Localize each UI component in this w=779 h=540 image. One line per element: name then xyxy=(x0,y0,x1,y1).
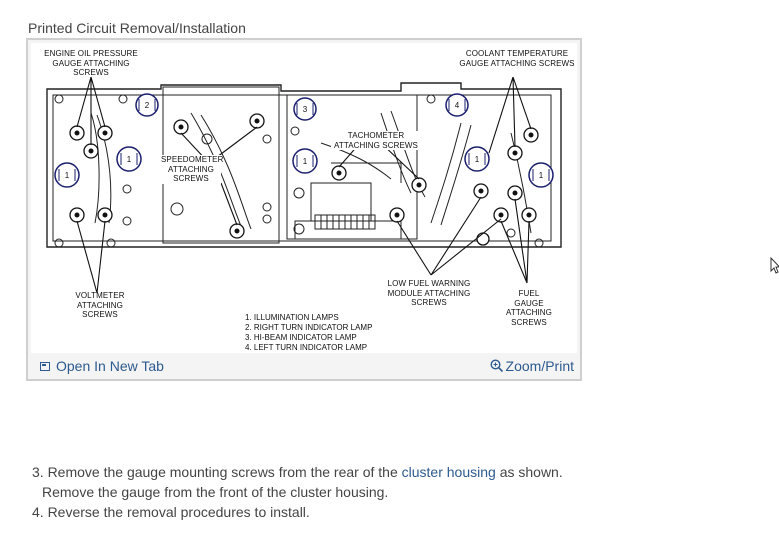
engine-oil-label-line: GAUGE ATTACHING xyxy=(52,58,130,68)
step-3: 3. Remove the gauge mounting screws from… xyxy=(32,462,563,482)
fuel-gauge-label-line: GAUGE xyxy=(514,298,544,308)
coolant-label-line: COOLANT TEMPERATURE xyxy=(465,49,569,58)
mouse-cursor-icon xyxy=(770,257,779,274)
fuel-gauge-label: FUEL GAUGE ATTACHING SCREWS xyxy=(501,289,557,327)
lamp-number-1d: 1 xyxy=(475,155,480,164)
legend-item: 2. RIGHT TURN INDICATOR LAMP xyxy=(245,323,373,332)
speedometer-label-line: SCREWS xyxy=(173,174,209,183)
step-3-suffix: as shown. xyxy=(499,464,563,480)
voltmeter-label-line: ATTACHING xyxy=(77,300,123,310)
figure-toolbar: Open In New Tab Zoom/Print xyxy=(28,353,580,379)
coolant-label: COOLANT TEMPERATURE GAUGE ATTACHING SCRE… xyxy=(457,49,577,68)
figure-frame: 1 1 2 3 1 4 1 1 ENGINE OIL xyxy=(26,38,582,381)
fuel-gauge-label-line: FUEL xyxy=(518,289,540,298)
speedometer-label-line: SPEEDOMETER xyxy=(161,155,224,164)
voltmeter-label: VOLTMETER ATTACHING SCREWS xyxy=(69,291,131,320)
zoom-in-icon xyxy=(490,359,503,373)
instruction-steps: 3. Remove the gauge mounting screws from… xyxy=(32,462,563,522)
step-3-text: 3. Remove the gauge mounting screws from… xyxy=(32,464,398,480)
voltmeter-label-line: SCREWS xyxy=(82,310,118,319)
tachometer-label-line: TACHOMETER xyxy=(347,131,405,140)
low-fuel-label-line: SCREWS xyxy=(411,298,447,307)
legend-item: 1. ILLUMINATION LAMPS xyxy=(245,313,339,322)
low-fuel-label: LOW FUEL WARNING MODULE ATTACHING SCREWS xyxy=(377,279,481,308)
lamp-number-1b: 1 xyxy=(127,155,132,164)
fuel-gauge-label-line: SCREWS xyxy=(511,317,547,327)
speedometer-label-line: ATTACHING xyxy=(168,164,214,174)
figure-title: Printed Circuit Removal/Installation xyxy=(28,20,246,36)
open-new-tab-link[interactable]: Open In New Tab xyxy=(40,358,164,374)
fuel-gauge-label-line: ATTACHING xyxy=(506,308,552,317)
lamp-number-2: 2 xyxy=(145,101,150,110)
legend-item: 3. HI-BEAM INDICATOR LAMP xyxy=(245,333,357,342)
speedometer-label: SPEEDOMETER ATTACHING SCREWS xyxy=(161,155,224,184)
lamp-number-3: 3 xyxy=(303,105,308,114)
low-fuel-label-line: LOW FUEL WARNING xyxy=(387,279,471,288)
open-new-tab-label: Open In New Tab xyxy=(56,358,164,374)
lamp-number-1c: 1 xyxy=(303,157,308,166)
zoom-print-link[interactable]: Zoom/Print xyxy=(490,358,574,374)
lamp-number-1e: 1 xyxy=(539,171,544,180)
engine-oil-label-line: SCREWS xyxy=(73,68,109,77)
voltmeter-label-line: VOLTMETER xyxy=(75,291,125,300)
lamp-number-4: 4 xyxy=(455,101,460,110)
cluster-housing-link[interactable]: cluster housing xyxy=(401,464,496,480)
open-in-new-tab-icon xyxy=(40,361,50,371)
lamp-legend: 1. ILLUMINATION LAMPS 2. RIGHT TURN INDI… xyxy=(245,313,372,353)
tachometer-label: TACHOMETER ATTACHING SCREWS xyxy=(331,131,421,150)
step-4: 4. Reverse the removal procedures to ins… xyxy=(32,504,310,520)
low-fuel-label-line: MODULE ATTACHING xyxy=(387,288,471,298)
tachometer-label-line: ATTACHING SCREWS xyxy=(334,140,418,150)
cluster-drawing: 1 1 2 3 1 4 1 1 xyxy=(46,76,562,294)
legend-item: 4. LEFT TURN INDICATOR LAMP xyxy=(245,343,368,352)
circuit-diagram: 1 1 2 3 1 4 1 1 ENGINE OIL xyxy=(31,43,577,353)
zoom-print-label: Zoom/Print xyxy=(505,358,574,374)
step-3-continued: Remove the gauge from the front of the c… xyxy=(42,484,389,500)
engine-oil-label: ENGINE OIL PRESSURE GAUGE ATTACHING SCRE… xyxy=(37,49,145,78)
coolant-label-line: GAUGE ATTACHING SCREWS xyxy=(459,58,575,68)
lamp-number-1: 1 xyxy=(65,171,70,180)
engine-oil-label-line: ENGINE OIL PRESSURE xyxy=(44,49,138,58)
